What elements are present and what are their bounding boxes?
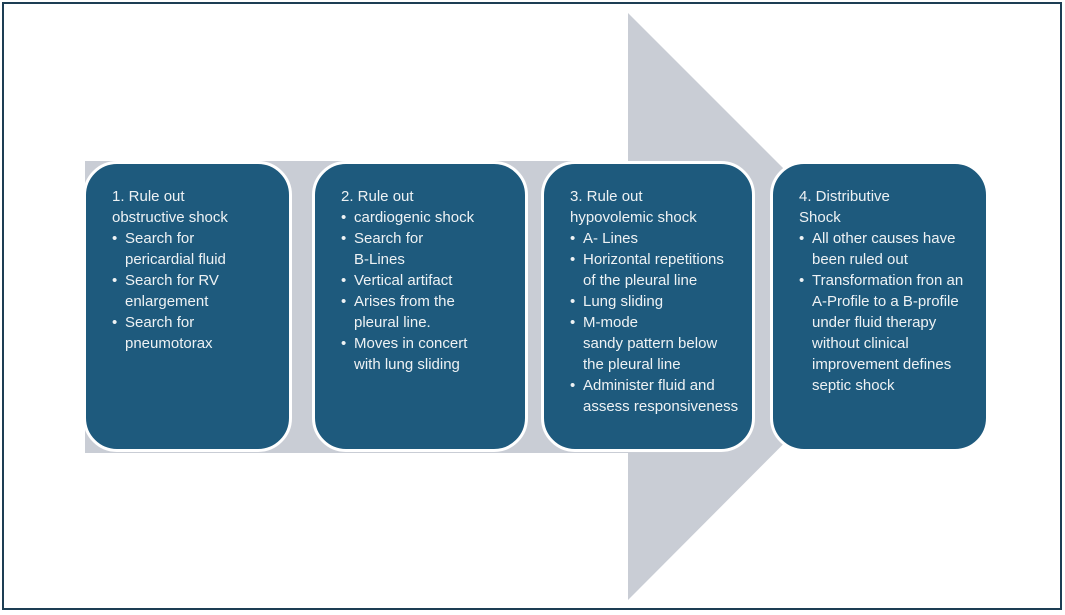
bullet-item: • Search for RV enlargement bbox=[112, 270, 283, 312]
bullet-item: • Search for B-Lines bbox=[341, 228, 519, 270]
bullet-text: A- Lines bbox=[583, 230, 639, 247]
bullet-text: Transformation fron an A-Profile to a B-… bbox=[812, 272, 964, 394]
step-bullets: • Search for pericardial fluid • Search … bbox=[112, 228, 283, 354]
bullet-item: • M-mode sandy pattern below the pleural… bbox=[570, 312, 746, 375]
bullet-item: • A- Lines bbox=[570, 228, 746, 249]
bullet-marker: • bbox=[341, 209, 347, 226]
bullet-item: • Administer fluid and assess responsive… bbox=[570, 375, 746, 417]
bullet-item: • Lung sliding bbox=[570, 291, 746, 312]
bullet-marker: • bbox=[341, 230, 347, 247]
bullet-item: • Transformation fron an A-Profile to a … bbox=[799, 270, 980, 396]
step-heading: 3. Rule out hypovolemic shock bbox=[570, 188, 697, 226]
bullet-text: Moves in concert with lung sliding bbox=[354, 335, 468, 373]
bullet-item: • Search for pericardial fluid bbox=[112, 228, 283, 270]
bullet-marker: • bbox=[341, 272, 347, 289]
bullet-text: All other causes have been ruled out bbox=[812, 230, 956, 268]
bullet-marker: • bbox=[570, 293, 576, 310]
step-bullets: • A- Lines • Horizontal repetitions of t… bbox=[570, 228, 746, 417]
step-bullets: • All other causes have been ruled out •… bbox=[799, 228, 980, 396]
bullet-text: Search for pericardial fluid bbox=[125, 230, 226, 268]
step-box-1: 1. Rule out obstructive shock • Search f… bbox=[83, 161, 292, 452]
bullet-text: Search for pneumotorax bbox=[125, 314, 213, 352]
bullet-item: • All other causes have been ruled out bbox=[799, 228, 980, 270]
bullet-text: Search for RV enlargement bbox=[125, 272, 219, 310]
bullet-item: • Arises from the pleural line. bbox=[341, 291, 519, 333]
step-box-4: 4. Distributive Shock • All other causes… bbox=[770, 161, 989, 452]
step-heading: 2. Rule out bbox=[341, 188, 414, 205]
step-box-2: 2. Rule out • cardiogenic shock • Search… bbox=[312, 161, 528, 452]
bullet-item: • cardiogenic shock bbox=[341, 207, 519, 228]
bullet-text: Vertical artifact bbox=[354, 272, 453, 289]
bullet-text: Arises from the pleural line. bbox=[354, 293, 455, 331]
step-heading: 1. Rule out obstructive shock bbox=[112, 188, 228, 226]
bullet-marker: • bbox=[570, 377, 576, 394]
bullet-text: Search for B-Lines bbox=[354, 230, 424, 268]
bullet-marker: • bbox=[112, 272, 118, 289]
bullet-text: Lung sliding bbox=[583, 293, 664, 310]
bullet-item: • Horizontal repetitions of the pleural … bbox=[570, 249, 746, 291]
bullet-text: Horizontal repetitions of the pleural li… bbox=[583, 251, 724, 289]
bullet-marker: • bbox=[112, 230, 118, 247]
step-box-3: 3. Rule out hypovolemic shock • A- Lines… bbox=[541, 161, 755, 452]
bullet-marker: • bbox=[570, 230, 576, 247]
bullet-marker: • bbox=[570, 314, 576, 331]
bullet-item: • Moves in concert with lung sliding bbox=[341, 333, 519, 375]
step-bullets: • cardiogenic shock • Search for B-Lines… bbox=[341, 207, 519, 375]
bullet-marker: • bbox=[799, 272, 805, 289]
bullet-item: • Vertical artifact bbox=[341, 270, 519, 291]
bullet-marker: • bbox=[799, 230, 805, 247]
bullet-marker: • bbox=[112, 314, 118, 331]
step-heading: 4. Distributive Shock bbox=[799, 188, 890, 226]
bullet-text: cardiogenic shock bbox=[354, 209, 475, 226]
bullet-text: M-mode sandy pattern below the pleural l… bbox=[583, 314, 718, 373]
bullet-text: Administer fluid and assess responsivene… bbox=[583, 377, 739, 415]
bullet-marker: • bbox=[341, 335, 347, 352]
bullet-marker: • bbox=[341, 293, 347, 310]
bullet-marker: • bbox=[570, 251, 576, 268]
bullet-item: • Search for pneumotorax bbox=[112, 312, 283, 354]
